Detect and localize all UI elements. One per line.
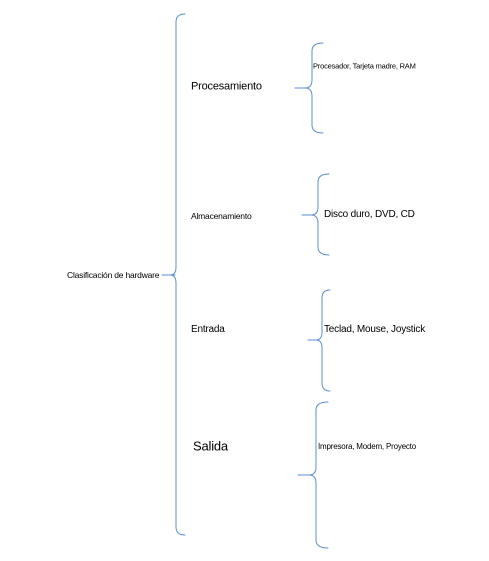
brace-2 [310,173,330,256]
items-procesamiento: Procesador, Tarjeta madre, RAM [313,61,416,71]
items-entrada: Teclad, Mouse, Joystick [324,324,425,335]
category-almacenamiento: Almacenamiento [191,210,252,221]
brace-1 [304,42,324,134]
brace-4 [308,401,329,549]
main-brace [169,13,186,536]
category-entrada: Entrada [191,324,225,335]
root-label: Clasificación de hardware [67,269,160,280]
items-almacenamiento: Disco duro, DVD, CD [324,209,415,220]
category-procesamiento: Procesamiento [191,80,262,93]
brace-3 [315,289,331,392]
category-salida: Salida [193,438,228,454]
items-salida: Impresora, Modem, Proyecto [318,442,416,451]
